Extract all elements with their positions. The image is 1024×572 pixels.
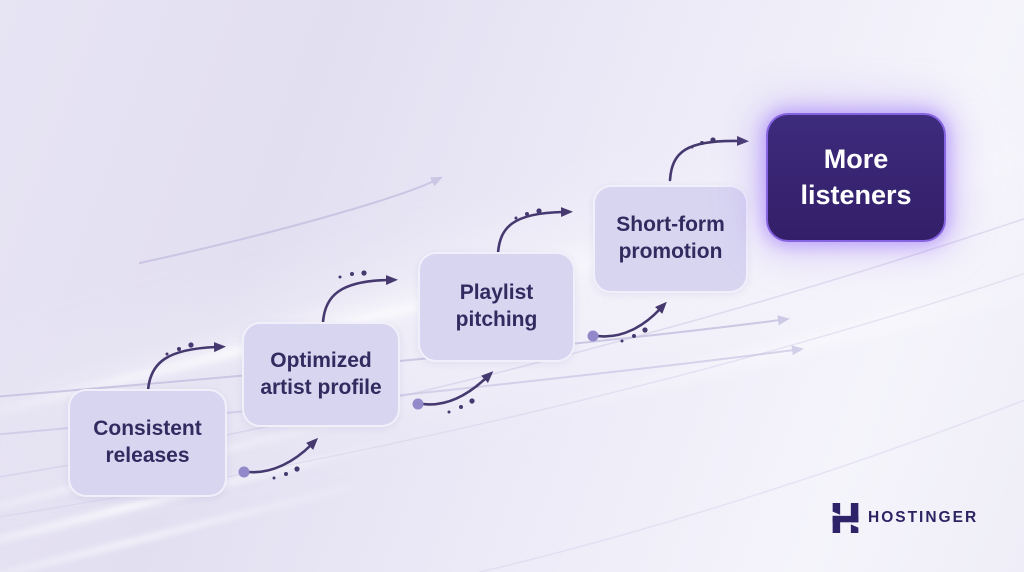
step-optimized-artist-profile: Optimized artist profile bbox=[242, 322, 400, 427]
curved-arrow-2-top bbox=[321, 275, 398, 324]
step-more-listeners: More listeners bbox=[766, 113, 946, 242]
step-playlist-pitching: Playlist pitching bbox=[418, 252, 575, 362]
decorative-dots bbox=[165, 137, 716, 480]
hostinger-wordmark: HOSTINGER bbox=[868, 509, 979, 526]
step-label: Optimized artist profile bbox=[260, 348, 382, 399]
hostinger-logo: HOSTINGER bbox=[832, 503, 978, 533]
flow-arrows bbox=[146, 135, 749, 474]
curved-arrow-2-side bbox=[421, 371, 494, 406]
step-short-form-promotion: Short-form promotion bbox=[593, 185, 748, 293]
curved-arrow-4-top bbox=[668, 135, 749, 182]
step-label: Short-form promotion bbox=[616, 213, 725, 263]
hostinger-h-icon bbox=[832, 503, 859, 533]
curved-arrow-1-side bbox=[247, 437, 319, 474]
curved-arrow-3-side bbox=[596, 301, 667, 338]
step-label: More listeners bbox=[800, 144, 912, 210]
step-consistent-releases: Consistent releases bbox=[68, 389, 227, 497]
arrow-start-dots bbox=[238, 330, 599, 478]
step-label: Playlist pitching bbox=[455, 281, 538, 331]
curved-arrow-1-top bbox=[146, 342, 226, 393]
curved-arrow-3-top bbox=[496, 207, 573, 255]
step-label: Consistent releases bbox=[93, 417, 202, 467]
background-arrow bbox=[139, 176, 444, 264]
